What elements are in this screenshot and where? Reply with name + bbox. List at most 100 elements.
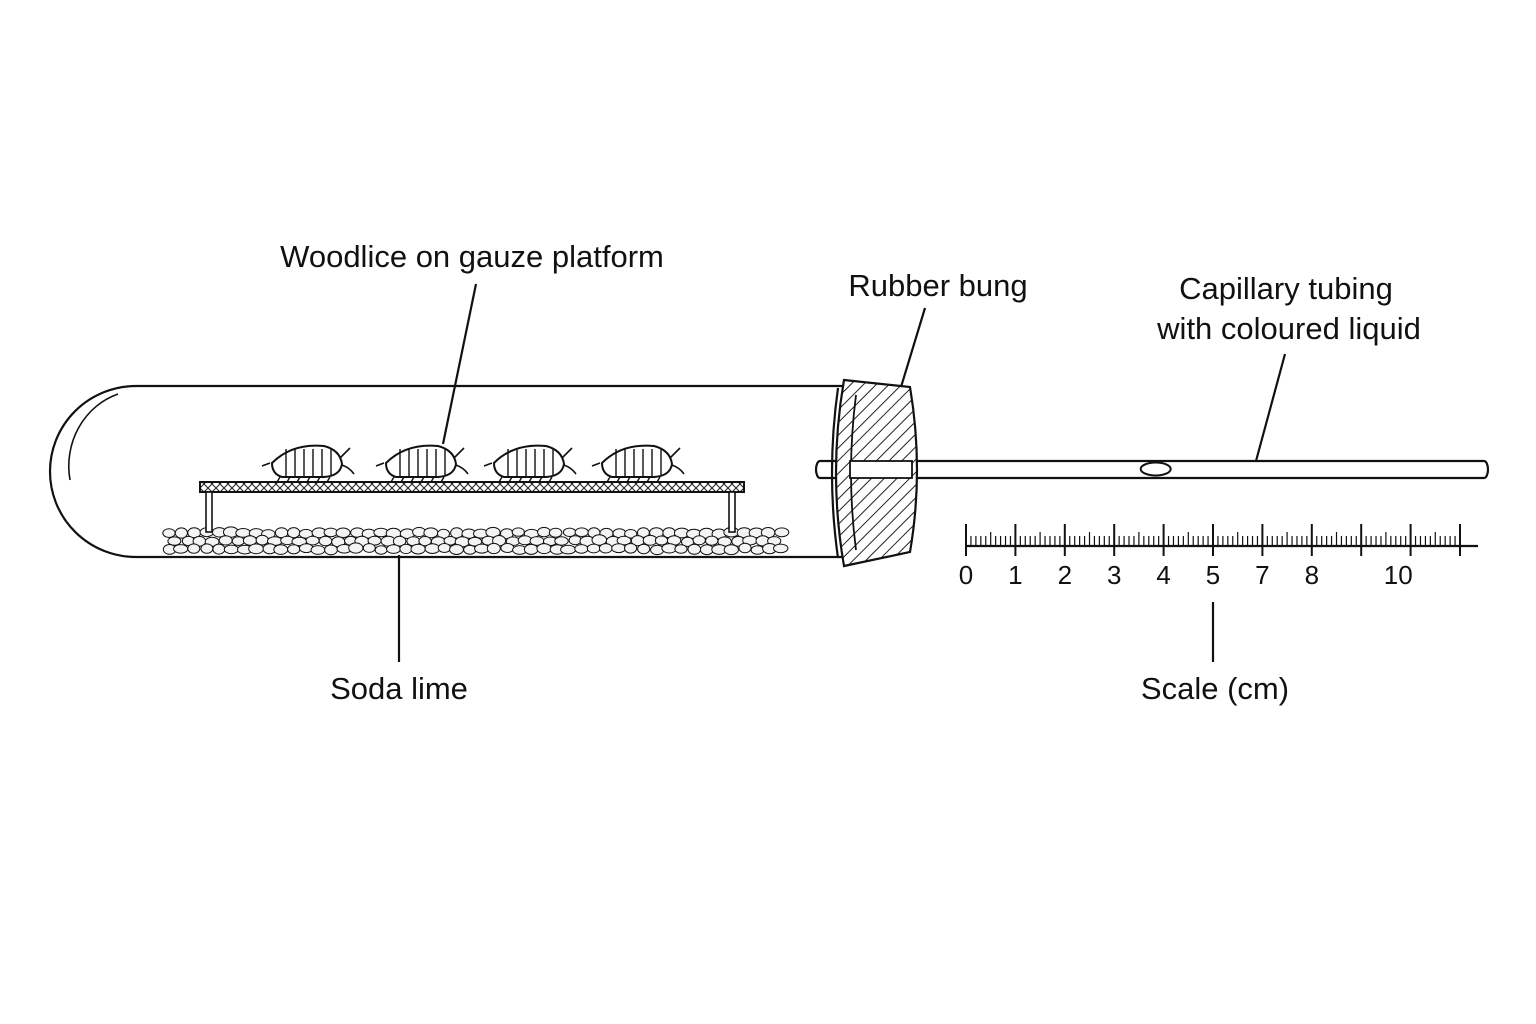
woodlouse-leg bbox=[626, 476, 631, 483]
soda-lime-bead bbox=[624, 543, 638, 554]
woodlouse-tail bbox=[591, 462, 601, 467]
boiling-tube bbox=[48, 384, 850, 559]
soda-lime-bead bbox=[335, 527, 351, 539]
scale-tick-label: 3 bbox=[1107, 560, 1121, 590]
soda-lime-bead bbox=[773, 543, 789, 554]
soda-lime-bead bbox=[231, 536, 245, 546]
woodlouse-body bbox=[384, 444, 458, 478]
woodlouse-leg bbox=[390, 476, 395, 483]
woodlouse-tail bbox=[483, 462, 493, 467]
soda-lime-bead bbox=[248, 543, 265, 555]
woodlouse-leg bbox=[508, 476, 513, 483]
soda-lime-bead bbox=[255, 534, 269, 546]
soda-lime-bead bbox=[586, 543, 601, 554]
soda-lime-bead bbox=[536, 543, 552, 555]
soda-lime-bead bbox=[437, 543, 452, 553]
soda-lime-bead bbox=[687, 543, 702, 555]
woodlouse-antennae bbox=[339, 447, 355, 475]
soda-lime-bead bbox=[323, 527, 338, 538]
soda-lime-bead bbox=[611, 543, 627, 554]
soda-lime-bead bbox=[523, 543, 539, 555]
soda-lime-bead bbox=[287, 544, 301, 555]
soda-lime-bead bbox=[273, 544, 289, 555]
soda-lime-bead bbox=[167, 536, 182, 546]
woodlouse-leg bbox=[548, 476, 553, 483]
scale-tick-label: 4 bbox=[1156, 560, 1170, 590]
woodlouse bbox=[591, 444, 685, 483]
woodlouse-leg bbox=[430, 476, 435, 483]
woodlouse-leg bbox=[656, 476, 661, 483]
scale-tick-label: 8 bbox=[1305, 560, 1319, 590]
soda-lime-bead bbox=[574, 544, 589, 554]
soda-lime-bead bbox=[449, 544, 464, 555]
soda-lime-bead bbox=[187, 543, 201, 554]
scale-tick-label: 2 bbox=[1058, 560, 1072, 590]
woodlouse-leg bbox=[316, 476, 321, 483]
soda-lime-bead bbox=[537, 526, 551, 538]
woodlouse-body bbox=[600, 444, 674, 478]
soda-lime-bead bbox=[723, 544, 739, 556]
woodlouse-antennae bbox=[561, 447, 577, 475]
soda-lime-bead bbox=[637, 543, 651, 555]
soda-lime-bead bbox=[218, 535, 233, 546]
scale-tick-label: 5 bbox=[1206, 560, 1220, 590]
soda-lime-bead bbox=[200, 543, 214, 554]
woodlice-group bbox=[261, 444, 685, 483]
gauze-platform bbox=[199, 481, 745, 533]
text-labels: Woodlice on gauze platform Rubber bung C… bbox=[280, 239, 1421, 706]
woodlouse-leg bbox=[606, 476, 611, 483]
woodlouse-leg bbox=[420, 476, 425, 483]
soda-lime-bead bbox=[392, 535, 407, 547]
woodlice-leader-line bbox=[441, 283, 478, 445]
soda-lime-bead bbox=[318, 535, 333, 547]
woodlouse bbox=[261, 444, 355, 483]
capillary-label-line1: Capillary tubing bbox=[1179, 271, 1393, 306]
scale-tick-label: 7 bbox=[1255, 560, 1269, 590]
soda-lime-bead bbox=[560, 544, 577, 555]
scale-tick-label: 10 bbox=[1384, 560, 1413, 590]
soda-lime-bead bbox=[517, 535, 533, 546]
soda-lime-bead bbox=[223, 544, 239, 555]
rubber-bung bbox=[830, 378, 919, 568]
scale-tick-label: 0 bbox=[959, 560, 973, 590]
woodlouse-antennae bbox=[669, 447, 685, 475]
bung-leader-line bbox=[899, 307, 927, 388]
scale-ticks bbox=[965, 524, 1461, 556]
soda-lime-bead bbox=[386, 544, 401, 554]
woodlouse-leg bbox=[528, 476, 533, 483]
soda-lime-bead bbox=[738, 542, 752, 554]
soda-lime-bead bbox=[310, 545, 326, 555]
soda-lime-bead bbox=[374, 545, 388, 555]
soda-lime-bead bbox=[705, 535, 719, 546]
soda-lime-bead bbox=[410, 543, 426, 555]
woodlouse-leg bbox=[306, 476, 311, 483]
woodlouse-leg bbox=[518, 476, 523, 483]
soda-lime-bead bbox=[574, 527, 589, 538]
woodlouse-leg bbox=[498, 476, 503, 483]
soda-lime-bead bbox=[554, 536, 569, 546]
coloured-liquid-droplet bbox=[1139, 461, 1172, 477]
woodlouse-leg bbox=[326, 476, 331, 483]
woodlouse-tail bbox=[375, 462, 385, 467]
soda-lime-bead bbox=[486, 542, 501, 555]
soda-lime-bead bbox=[562, 527, 577, 537]
soda-lime-bead bbox=[548, 527, 563, 538]
woodlouse bbox=[375, 444, 469, 483]
woodlouse-leg bbox=[276, 476, 281, 483]
soda-lime-bead bbox=[173, 544, 189, 554]
bung-label: Rubber bung bbox=[848, 268, 1027, 303]
soda-lime-label: Soda lime bbox=[330, 671, 468, 706]
soda-lime-bead bbox=[568, 535, 582, 546]
soda-lime-bead bbox=[511, 527, 525, 537]
woodlouse-leg bbox=[616, 476, 621, 483]
soda-lime-beads bbox=[162, 526, 790, 556]
woodlouse bbox=[483, 444, 577, 483]
woodlouse-body bbox=[270, 444, 344, 478]
scale-label: Scale (cm) bbox=[1141, 671, 1289, 706]
soda-lime-bead bbox=[624, 529, 638, 539]
woodlouse-leg bbox=[646, 476, 651, 483]
woodlouse-leg bbox=[440, 476, 445, 483]
leader-lines bbox=[397, 283, 1287, 662]
